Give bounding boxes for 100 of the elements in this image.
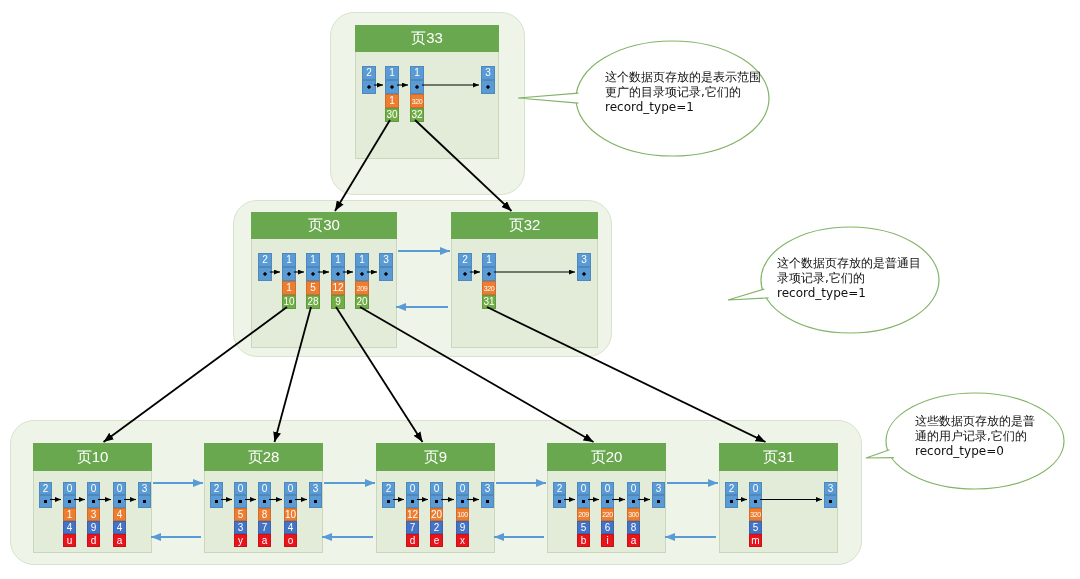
column-cell: 7 bbox=[406, 521, 419, 534]
page-link-arrow bbox=[495, 479, 547, 487]
next-record-arrow bbox=[49, 497, 62, 502]
key-cell: 3 bbox=[87, 508, 100, 521]
page-header: 页30 bbox=[251, 212, 397, 239]
record-type-cell: 3 bbox=[481, 66, 495, 80]
column-cell: 5 bbox=[577, 521, 590, 534]
page-card bbox=[719, 443, 838, 553]
next-record-arrow bbox=[493, 269, 576, 275]
record-type-cell: 0 bbox=[430, 482, 443, 495]
next-record-arrow bbox=[392, 497, 405, 502]
record-type-cell: 0 bbox=[113, 482, 126, 495]
page-card bbox=[376, 443, 495, 553]
page-link-arrow bbox=[321, 533, 374, 541]
record-type-cell: 3 bbox=[379, 253, 393, 267]
page-pointer-arrow bbox=[486, 306, 767, 443]
next-record-arrow bbox=[416, 497, 429, 502]
page-link-arrow bbox=[150, 533, 202, 541]
value-cell: i bbox=[601, 534, 614, 547]
value-cell: a bbox=[258, 534, 271, 547]
page-number-cell: 20 bbox=[355, 295, 369, 309]
key-cell: 8 bbox=[258, 508, 271, 521]
next-record-arrow bbox=[469, 269, 481, 275]
record-type-cell: 1 bbox=[482, 253, 496, 267]
page-pointer-arrow bbox=[102, 306, 288, 443]
page-link-arrow bbox=[493, 533, 545, 541]
page-header: 页9 bbox=[376, 443, 495, 471]
key-cell: 4 bbox=[113, 508, 126, 521]
value-cell: b bbox=[577, 534, 590, 547]
next-record-arrow bbox=[637, 497, 651, 502]
record-type-cell: 1 bbox=[331, 253, 345, 267]
next-record-arrow bbox=[97, 497, 112, 502]
page-pointer-arrow bbox=[335, 306, 424, 443]
value-cell: m bbox=[749, 534, 762, 547]
next-record-arrow bbox=[373, 82, 384, 88]
record-type-cell: 2 bbox=[39, 482, 52, 495]
record-type-cell: 1 bbox=[385, 66, 399, 80]
record-type-cell: 2 bbox=[362, 66, 376, 80]
record-type-cell: 3 bbox=[138, 482, 151, 495]
next-record-arrow bbox=[294, 497, 308, 502]
page-number-cell: 9 bbox=[331, 295, 345, 309]
next-record-arrow bbox=[466, 497, 480, 502]
record-type-cell: 3 bbox=[824, 482, 837, 495]
page-card bbox=[251, 212, 397, 348]
column-cell: 8 bbox=[627, 521, 640, 534]
page-link-arrow bbox=[395, 303, 449, 311]
level-band bbox=[233, 200, 612, 357]
column-cell: 6 bbox=[601, 521, 614, 534]
key-cell: 12 bbox=[406, 508, 419, 521]
page-pointer-arrow bbox=[273, 306, 312, 443]
value-cell: d bbox=[87, 534, 100, 547]
key-cell: 10 bbox=[284, 508, 297, 521]
value-cell: y bbox=[234, 534, 247, 547]
record-type-cell: 0 bbox=[258, 482, 271, 495]
key-cell: 12 bbox=[331, 281, 345, 295]
record-type-cell: 2 bbox=[553, 482, 566, 495]
column-cell: 5 bbox=[749, 521, 762, 534]
page-header: 页33 bbox=[355, 25, 499, 52]
column-cell: 9 bbox=[87, 521, 100, 534]
key-cell: 1 bbox=[282, 281, 296, 295]
value-cell: d bbox=[406, 534, 419, 547]
next-record-arrow bbox=[440, 497, 455, 502]
record-type-cell: 2 bbox=[382, 482, 395, 495]
record-type-cell: 0 bbox=[749, 482, 762, 495]
page-number-cell: 32 bbox=[410, 108, 424, 122]
next-record-arrow bbox=[244, 497, 257, 502]
next-record-arrow bbox=[317, 269, 330, 275]
level-band bbox=[10, 420, 862, 565]
record-type-cell: 0 bbox=[234, 482, 247, 495]
page-card bbox=[33, 443, 152, 553]
page-header: 页31 bbox=[719, 443, 838, 471]
record-type-cell: 1 bbox=[410, 66, 424, 80]
key-cell: 1 bbox=[385, 94, 399, 108]
column-cell: 3 bbox=[234, 521, 247, 534]
record-type-cell: 0 bbox=[601, 482, 614, 495]
column-cell: 2 bbox=[430, 521, 443, 534]
page-card bbox=[204, 443, 323, 553]
page-link-arrow bbox=[666, 479, 719, 487]
page-link-arrow bbox=[664, 533, 717, 541]
value-cell: e bbox=[430, 534, 443, 547]
next-record-arrow bbox=[293, 269, 305, 275]
record-type-cell: 3 bbox=[309, 482, 322, 495]
record-type-cell: 0 bbox=[406, 482, 419, 495]
page-number-cell: 28 bbox=[306, 295, 320, 309]
page-card bbox=[547, 443, 666, 553]
record-type-cell: 0 bbox=[577, 482, 590, 495]
page-link-arrow bbox=[397, 247, 451, 255]
column-cell: 4 bbox=[113, 521, 126, 534]
page-card bbox=[451, 212, 598, 348]
page-pointer-arrow bbox=[359, 306, 595, 443]
record-type-cell: 2 bbox=[210, 482, 223, 495]
next-record-arrow bbox=[366, 269, 378, 275]
record-type-cell: 1 bbox=[355, 253, 369, 267]
record-type-cell: 1 bbox=[306, 253, 320, 267]
record-type-cell: 0 bbox=[63, 482, 76, 495]
callout-text: 这些数据页存放的是普通的用户记录,它们的record_type=0 bbox=[915, 414, 1036, 459]
page-pointer-arrow bbox=[414, 119, 513, 212]
page-header: 页20 bbox=[547, 443, 666, 471]
next-record-arrow bbox=[268, 497, 283, 502]
key-cell: 1 bbox=[63, 508, 76, 521]
